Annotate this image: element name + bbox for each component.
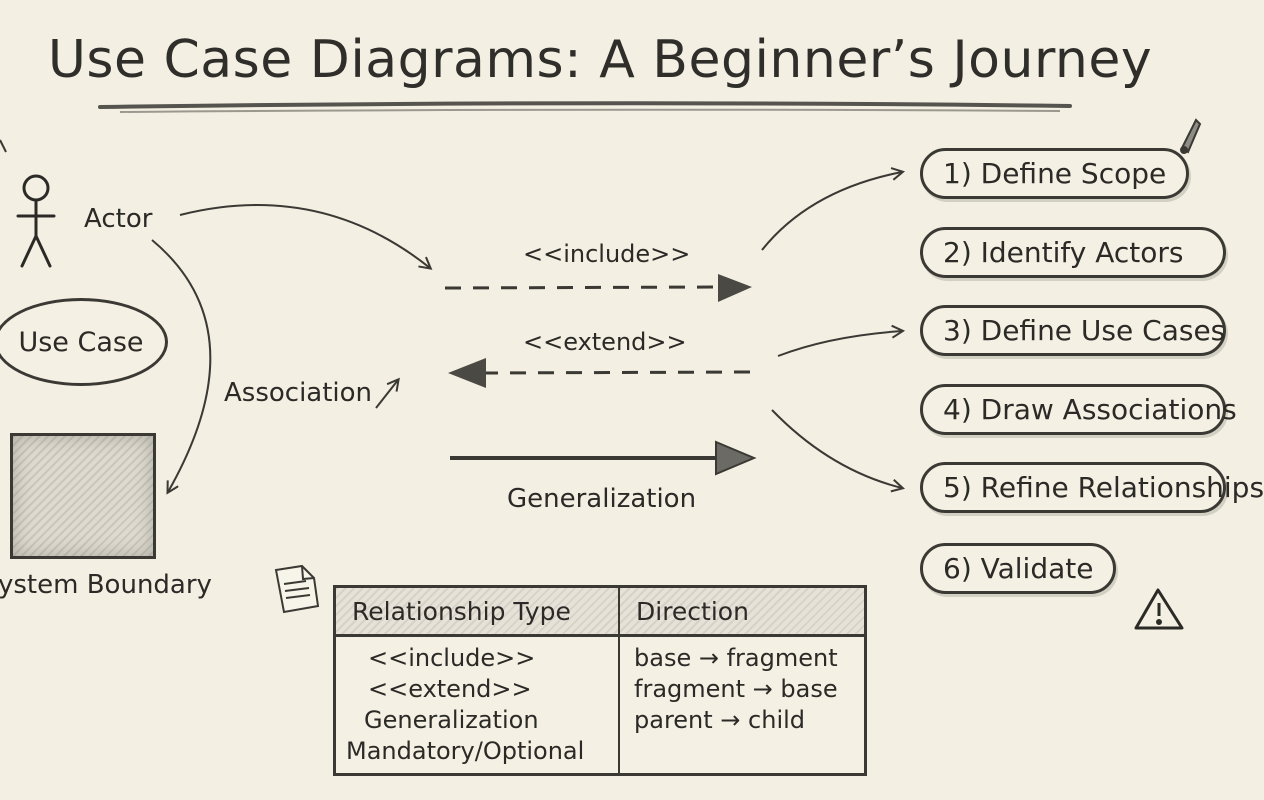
page-title: Use Case Diagrams: A Beginner’s Journey <box>47 30 1153 90</box>
table-row: Generalization <box>364 706 539 734</box>
use-case-label: Use Case <box>18 326 144 358</box>
include-dashed-line <box>444 285 721 290</box>
table-header-direction: Direction <box>619 588 864 637</box>
actor-label: Actor <box>84 204 153 234</box>
curve-to-step-3 <box>777 331 902 357</box>
step-define-use-cases: 3) Define Use Cases <box>920 305 1226 356</box>
table-type-column: <<include>> <<extend>> Generalization Ma… <box>336 635 620 773</box>
table-direction-column: base → fragment fragment → base parent →… <box>619 636 864 774</box>
actor-to-include-curve <box>179 204 430 268</box>
curve-to-step-1 <box>761 172 902 251</box>
generalization-arrowhead <box>715 440 757 476</box>
generalization-label: Generalization <box>507 484 697 514</box>
title-underline-shadow <box>119 108 1061 113</box>
extend-arrowhead <box>448 358 486 388</box>
step-validate: 6) Validate <box>920 543 1117 594</box>
document-icon <box>274 564 320 614</box>
extend-dashed-line <box>481 370 751 375</box>
table-row: fragment → base <box>634 675 838 703</box>
association-arrow <box>375 380 398 409</box>
table-row: parent → child <box>634 706 806 734</box>
system-boundary-label: ystem Boundary <box>0 570 212 600</box>
table-row: base → fragment <box>634 644 838 672</box>
edge-mark <box>0 139 7 153</box>
pencil-icon <box>1180 118 1202 154</box>
table-row: <<extend>> <box>368 675 532 703</box>
relationship-table: Relationship Type Direction <<include>> … <box>333 585 867 776</box>
actor-to-boundary-curve <box>151 239 212 492</box>
curve-to-step-5 <box>771 409 902 488</box>
system-boundary-box <box>10 433 156 559</box>
table-row: Mandatory/Optional <box>346 737 585 765</box>
include-arrowhead <box>718 274 752 302</box>
diagram-canvas: Use Case Diagrams: A Beginner’s Journey <box>0 30 1264 776</box>
step-define-scope: 1) Define Scope <box>920 148 1190 199</box>
step-identify-actors: 2) Identify Actors <box>920 227 1226 278</box>
step-draw-associations: 4) Draw Associations <box>920 384 1237 435</box>
warning-icon <box>1134 588 1184 630</box>
extend-label: <<extend>> <box>523 328 687 356</box>
table-header-type: Relationship Type <box>336 588 620 637</box>
association-label: Association <box>224 378 373 408</box>
table-row: <<include>> <box>368 644 536 672</box>
include-label: <<include>> <box>523 240 691 268</box>
step-refine-relationships: 5) Refine Relationships <box>920 462 1264 513</box>
title-underline <box>98 101 1072 109</box>
use-case-ellipse: Use Case <box>0 298 168 386</box>
stick-figure-icon <box>16 174 56 268</box>
diagram-lines <box>0 101 1202 630</box>
